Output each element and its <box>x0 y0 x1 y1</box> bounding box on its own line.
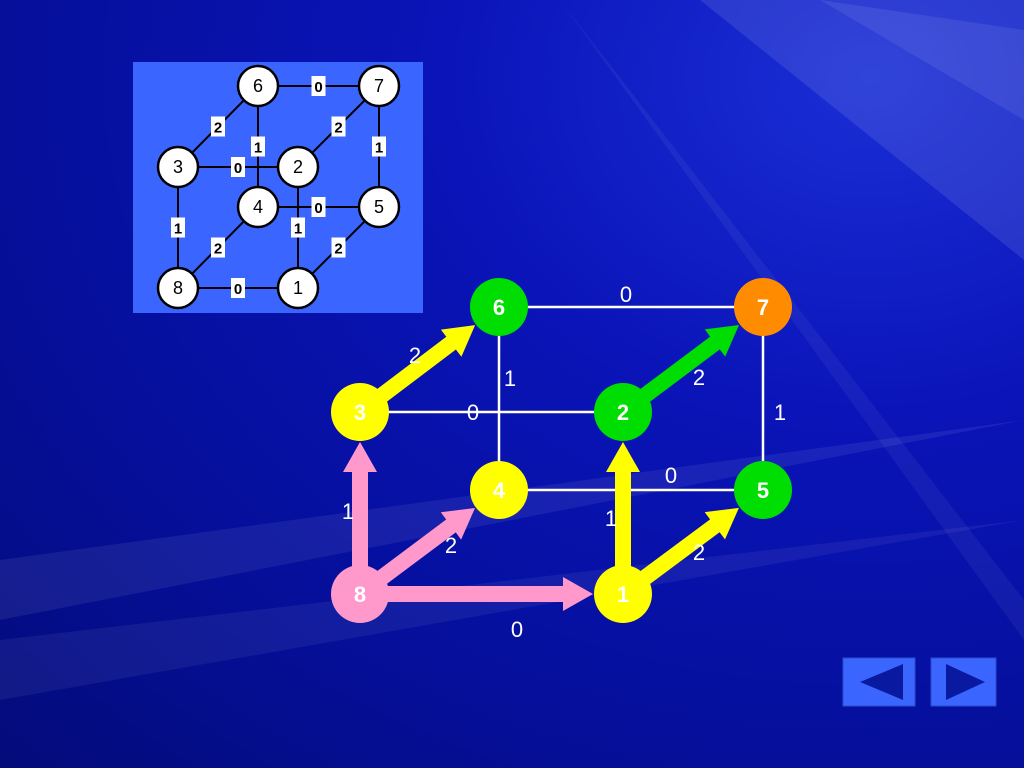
arrow-1-5 <box>624 507 739 596</box>
mini-edge-weight: 1 <box>375 140 383 157</box>
mini-node-label: 2 <box>293 157 303 177</box>
mini-weight-box <box>231 157 245 177</box>
main-graph-plain-edges <box>360 305 765 492</box>
arrow-8-4 <box>361 508 475 596</box>
mini-edge-weight: 1 <box>174 221 182 238</box>
mini-weight-box <box>331 237 346 258</box>
mini-weight-box <box>311 197 326 217</box>
arrow-2-7 <box>624 325 739 414</box>
edge-weight-8-1: 0 <box>511 617 523 642</box>
node-label-5: 5 <box>757 478 769 503</box>
arrow-3-6 <box>361 325 476 414</box>
mini-node-6 <box>236 64 280 108</box>
node-7 <box>734 278 792 336</box>
mini-weight-box <box>231 278 245 298</box>
mini-node-label: 6 <box>253 76 263 96</box>
mini-weight-box <box>171 217 185 238</box>
node-2 <box>594 383 652 441</box>
mini-node-label: 3 <box>173 157 183 177</box>
mini-node-label: 7 <box>374 76 384 96</box>
mini-edge-weight: 2 <box>214 241 222 258</box>
arrow-8-1 <box>368 577 593 611</box>
edge-weight-1-5: 2 <box>693 540 705 565</box>
mini-node-3 <box>156 145 200 189</box>
triangle-right-icon <box>946 664 985 700</box>
node-label-4: 4 <box>493 478 506 503</box>
edge-weight-4-5: 0 <box>665 463 677 488</box>
mini-node-4 <box>236 185 280 229</box>
main-graph-nodes: 6 7 3 2 4 5 8 1 <box>331 278 792 623</box>
edge-weight-6-7: 0 <box>620 282 632 307</box>
mini-weight-box <box>211 116 225 137</box>
edge-weight-8-3: 1 <box>342 499 354 524</box>
mini-weight-box <box>372 136 386 157</box>
mini-edge-weight: 0 <box>314 200 322 217</box>
background-ray <box>0 520 1024 700</box>
mini-node-8 <box>156 266 200 310</box>
mini-graph-nodes: 6 7 3 2 4 5 8 1 <box>156 64 401 310</box>
mini-edge-weight: 0 <box>234 160 242 177</box>
node-5 <box>734 461 792 519</box>
mini-edge-weight: 1 <box>294 221 302 238</box>
mini-node-label: 5 <box>374 197 384 217</box>
mini-edge-weight: 2 <box>214 120 222 137</box>
mini-edge-weight: 2 <box>334 120 342 137</box>
background-ray <box>560 0 1024 640</box>
mini-node-label: 4 <box>253 197 263 217</box>
mini-weight-box <box>331 116 346 137</box>
node-8 <box>331 565 389 623</box>
edge-weight-2-7: 2 <box>693 365 705 390</box>
mini-weight-box <box>211 237 225 258</box>
mini-edge-weight: 0 <box>314 79 322 96</box>
mini-node-5 <box>357 185 401 229</box>
prev-slide-button[interactable] <box>842 657 916 707</box>
edge-weight-3-6: 2 <box>409 343 421 368</box>
node-6 <box>470 278 528 336</box>
triangle-left-icon <box>860 664 903 700</box>
main-graph-arrows <box>343 325 739 611</box>
background-ray <box>700 0 1024 260</box>
edge-weight-6-4: 1 <box>504 366 516 391</box>
node-label-6: 6 <box>493 295 505 320</box>
arrow-8-3 <box>343 442 377 586</box>
node-label-2: 2 <box>617 400 629 425</box>
node-4 <box>470 461 528 519</box>
mini-edge-weight: 2 <box>334 241 342 258</box>
mini-edge-weight: 0 <box>234 281 242 298</box>
edge-weight-1-2: 1 <box>605 506 617 531</box>
mini-node-2 <box>276 145 320 189</box>
mini-node-label: 8 <box>173 278 183 298</box>
edge-weight-8-4: 2 <box>445 533 457 558</box>
node-label-8: 8 <box>354 582 366 607</box>
mini-node-1 <box>276 266 320 310</box>
mini-weight-box <box>311 76 326 96</box>
mini-weight-box <box>251 136 265 157</box>
background-ray <box>820 0 1024 120</box>
edge-weight-7-5: 1 <box>774 400 786 425</box>
next-slide-button[interactable] <box>930 657 997 707</box>
node-label-3: 3 <box>354 400 366 425</box>
edge-weight-3-2: 0 <box>467 400 479 425</box>
mini-weight-box <box>291 217 305 238</box>
node-1 <box>594 565 652 623</box>
node-label-7: 7 <box>757 295 769 320</box>
arrow-1-2 <box>606 442 640 586</box>
mini-node-label: 1 <box>293 278 303 298</box>
mini-edge-weight: 1 <box>254 140 262 157</box>
mini-node-7 <box>357 64 401 108</box>
node-3 <box>331 383 389 441</box>
node-label-1: 1 <box>617 582 629 607</box>
